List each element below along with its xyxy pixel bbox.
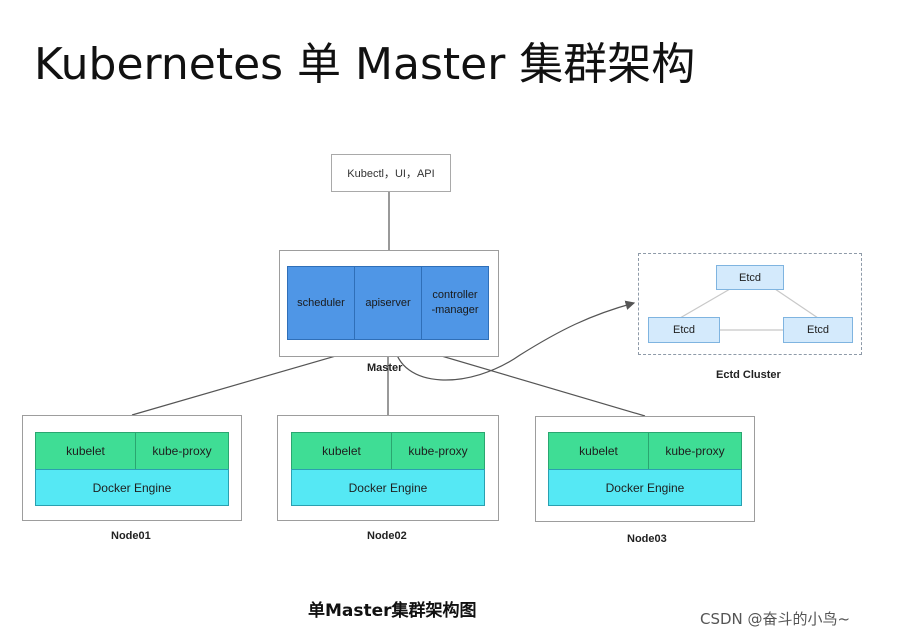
node03-label: Node03 (627, 533, 667, 545)
watermark: CSDN @奋斗的小鸟~ (700, 610, 851, 628)
controller-manager-label: controller -manager (431, 289, 479, 316)
etcd-node-left: Etcd (648, 317, 720, 343)
master-label: Master (367, 362, 403, 374)
docker-engine-label: Docker Engine (92, 480, 172, 495)
diagram-caption: 单Master集群架构图 (308, 601, 477, 621)
kubelet-label: kubelet (579, 444, 618, 458)
node01-kube-proxy: kube-proxy (135, 432, 229, 470)
etcd-node-top: Etcd (716, 265, 784, 290)
page-title: Kubernetes 单 Master 集群架构 (34, 39, 696, 90)
etcd-cluster-label: Ectd Cluster (716, 369, 781, 381)
kubelet-label: kubelet (66, 444, 105, 458)
node02-kubelet: kubelet (291, 432, 392, 470)
apiserver-label: apiserver (365, 296, 411, 309)
node03-docker-engine: Docker Engine (548, 469, 742, 506)
node03-kube-proxy: kube-proxy (648, 432, 742, 470)
node02-kube-proxy: kube-proxy (391, 432, 485, 470)
docker-engine-label: Docker Engine (348, 480, 428, 495)
node02-docker-engine: Docker Engine (291, 469, 485, 506)
etcd-node-right: Etcd (783, 317, 853, 343)
scheduler-box: scheduler (287, 266, 355, 340)
node01-kubelet: kubelet (35, 432, 136, 470)
kube-proxy-label: kube-proxy (408, 444, 468, 458)
etcd-cluster-frame (638, 253, 862, 355)
kube-proxy-label: kube-proxy (665, 444, 725, 458)
scheduler-label: scheduler (297, 296, 345, 309)
node01-docker-engine: Docker Engine (35, 469, 229, 506)
controller-manager-box: controller -manager (421, 266, 489, 340)
kube-proxy-label: kube-proxy (152, 444, 212, 458)
node01-label: Node01 (111, 530, 151, 542)
etcd-node-label: Etcd (738, 271, 761, 284)
kubelet-label: kubelet (322, 444, 361, 458)
etcd-node-label: Etcd (806, 324, 829, 336)
docker-engine-label: Docker Engine (605, 480, 685, 495)
apiserver-box: apiserver (354, 266, 422, 340)
client-label: Kubectl，UI，API (347, 168, 435, 180)
etcd-node-label: Etcd (672, 324, 695, 336)
client-box: Kubectl，UI，API (331, 154, 451, 192)
node02-label: Node02 (367, 530, 407, 542)
node03-kubelet: kubelet (548, 432, 649, 470)
